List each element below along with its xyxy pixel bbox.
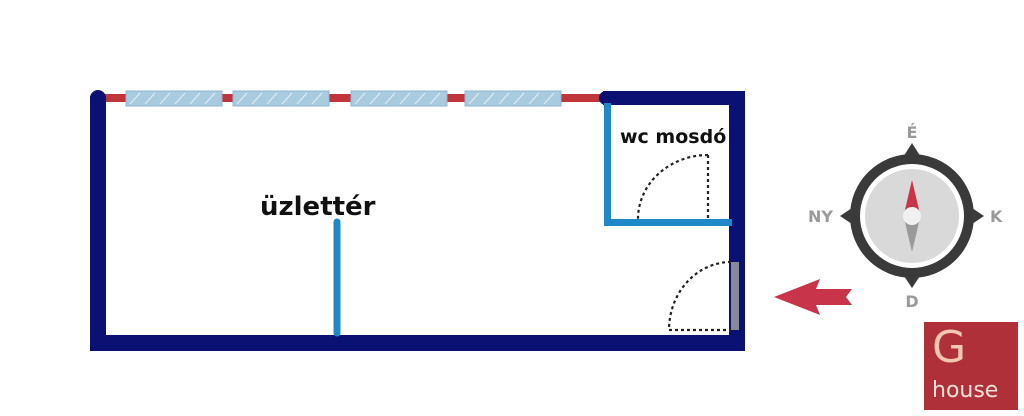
wc-walls (604, 103, 732, 226)
compass-west-letter: NY (808, 207, 833, 226)
ghouse-logo: G house (924, 322, 1018, 410)
window-pane (464, 90, 562, 107)
entrance-arrow (774, 279, 852, 315)
compass-needle-south (904, 218, 920, 252)
entrance-door-swing (667, 260, 732, 331)
window-pane (350, 90, 448, 107)
logo-letter: G (932, 322, 967, 373)
window-panes (125, 90, 562, 107)
wc-door-swing (636, 153, 709, 220)
compass-north-letter: É (907, 123, 918, 142)
wc-room-label: wc mosdó (620, 126, 726, 148)
logo-word: house (932, 378, 999, 403)
compass-rose: É D K NY (808, 123, 1003, 311)
compass-south-letter: D (905, 292, 918, 311)
shop-room-label: üzlettér (260, 192, 376, 222)
window-pane (232, 90, 330, 107)
entrance-door-frame (731, 262, 739, 330)
window-pane (125, 90, 223, 107)
compass-east-letter: K (990, 207, 1003, 226)
compass-needle-north (904, 180, 920, 214)
